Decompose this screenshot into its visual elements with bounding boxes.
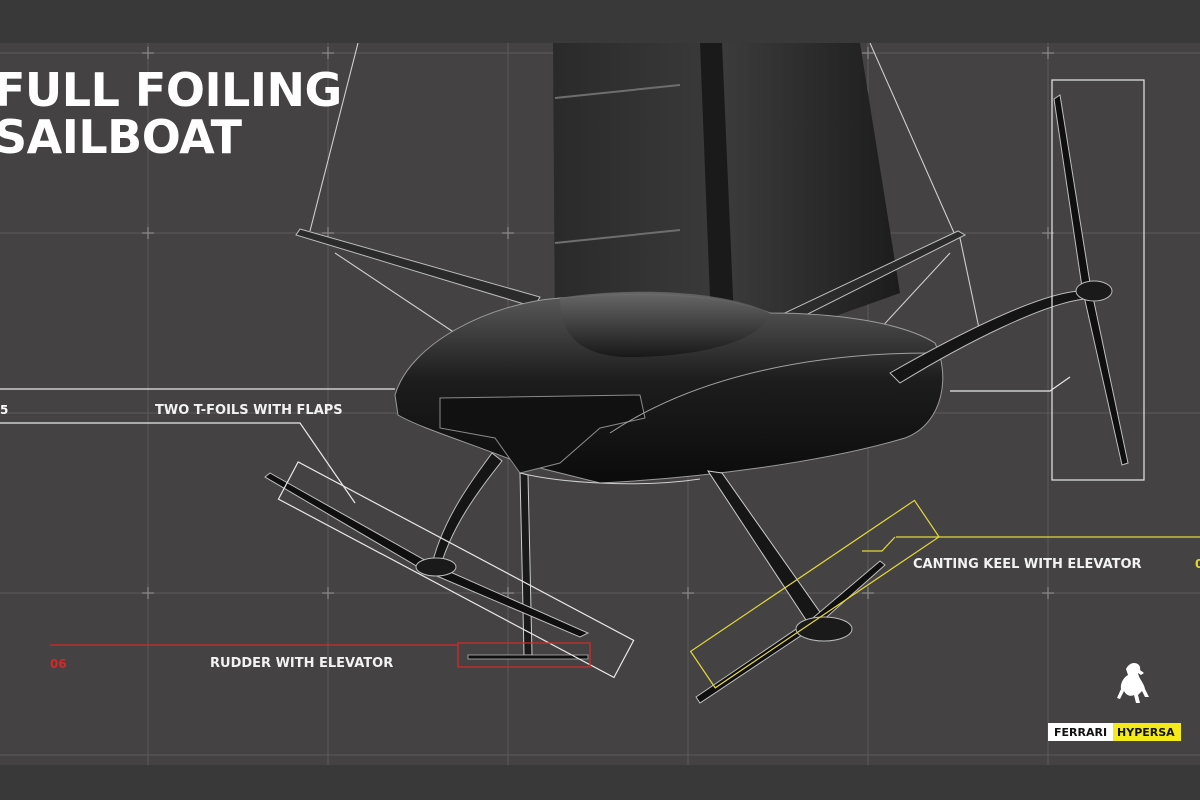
t-foils-label: TWO T-FOILS WITH FLAPS <box>155 403 343 418</box>
t-foil-callout-box-right <box>1051 79 1145 481</box>
title-line-2: SAILBOAT <box>0 110 242 164</box>
rudder-strut <box>519 472 533 656</box>
infographic-frame: FULL FOILING SAILBOAT 5 TWO T-FOILS WITH… <box>0 43 1200 765</box>
sail-battens <box>554 84 681 244</box>
cockpit-bow <box>439 394 646 474</box>
spreader-arm-left <box>295 228 541 308</box>
page-title: FULL FOILING SAILBOAT <box>0 67 342 161</box>
keel-strut <box>706 470 823 624</box>
brand-logo: FERRARI HYPERSA <box>1048 723 1181 741</box>
canting-keel-number: 0 <box>1195 557 1200 571</box>
t-foil-arm-left <box>429 452 503 576</box>
rigging-shrouds <box>309 43 981 384</box>
t-foil-wing-left <box>264 472 590 638</box>
rudder-number: 06 <box>50 657 67 671</box>
brand-name: FERRARI <box>1048 723 1114 741</box>
prancing-horse-icon <box>1117 663 1149 703</box>
rudder-elevator <box>467 654 589 660</box>
t-foils-number: 5 <box>0 403 9 417</box>
rudder-callout-box <box>457 642 591 668</box>
callout-leaders <box>0 376 1200 646</box>
sailboat-illustration <box>0 43 1200 765</box>
title-line-1: FULL FOILING <box>0 63 342 117</box>
rudder-label: RUDDER WITH ELEVATOR <box>210 656 394 671</box>
keel-callout-box <box>689 499 940 689</box>
canting-keel-label: CANTING KEEL WITH ELEVATOR <box>913 557 1142 572</box>
brand-product: HYPERSA <box>1113 723 1181 741</box>
t-foil-callout-box-left <box>277 461 635 679</box>
t-foil-wing-right <box>1053 94 1129 466</box>
